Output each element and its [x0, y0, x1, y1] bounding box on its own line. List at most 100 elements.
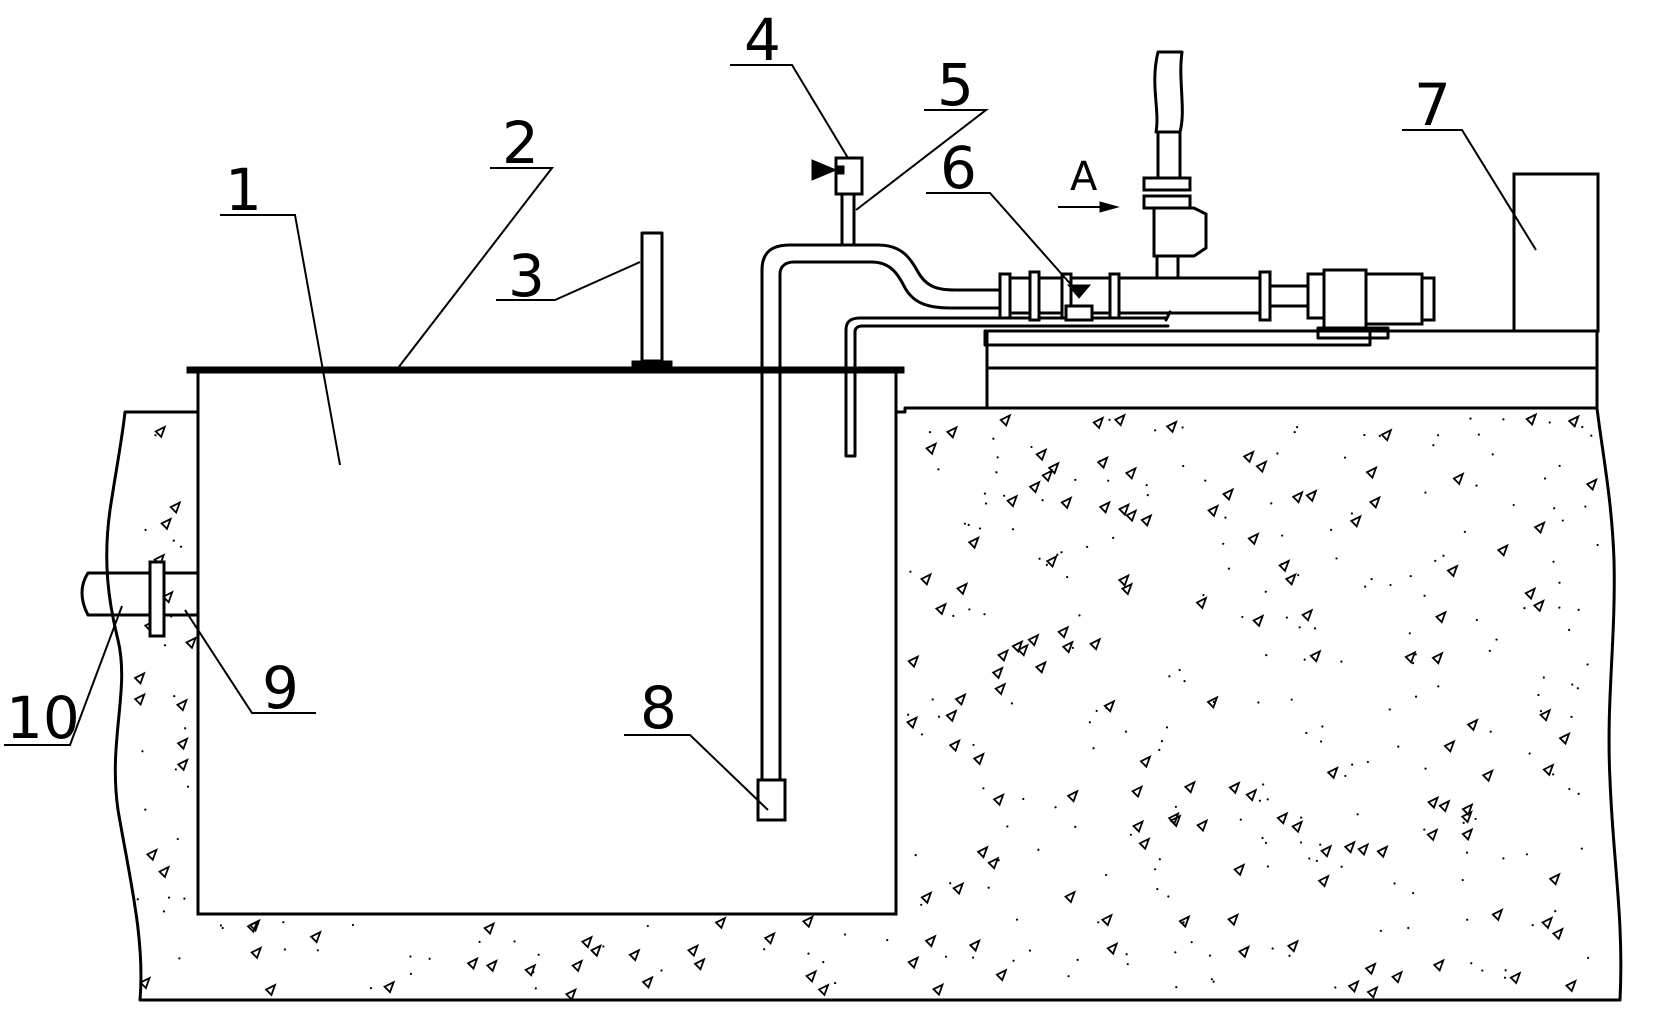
aggregate-dot — [1182, 464, 1185, 468]
aggregate-dot — [992, 437, 995, 440]
aggregate-dot — [179, 545, 183, 548]
aggregate-dot — [949, 882, 952, 885]
aggregate-dot — [1288, 954, 1291, 957]
aggregate-dot — [532, 971, 535, 974]
aggregate-mark — [932, 982, 945, 997]
aggregate-mark — [1183, 780, 1196, 794]
aggregate-dot — [1590, 434, 1593, 437]
aggregate-dot — [1313, 492, 1316, 496]
aggregate-mark — [1096, 455, 1109, 470]
aggregate-dot — [136, 898, 139, 901]
aggregate-dot — [1552, 560, 1555, 563]
aggregate-dot — [1397, 745, 1400, 748]
aggregate-mark — [1564, 979, 1578, 993]
aggregate-dot — [282, 921, 285, 924]
aggregate-mark — [1460, 810, 1473, 824]
aggregate-mark — [1291, 490, 1304, 504]
aggregate-dot — [1108, 418, 1111, 421]
aggregate-dot — [1340, 660, 1343, 663]
aggregate-dot — [1305, 731, 1308, 735]
aggregate-mark — [1524, 586, 1537, 601]
aggregate-dot — [931, 698, 934, 701]
aggregate-dot — [1299, 841, 1303, 844]
aggregate-mark — [925, 442, 938, 456]
aggregate-mark — [1124, 466, 1137, 481]
aggregate-dot — [967, 523, 970, 526]
aggregate-mark — [1567, 414, 1580, 429]
aggregate-dot — [1276, 452, 1279, 455]
aggregate-dot — [646, 924, 649, 928]
aggregate-dot — [1145, 484, 1148, 487]
aggregate-mark — [483, 921, 496, 936]
control-cabinet — [1512, 172, 1600, 333]
aggregate-dot — [1474, 817, 1477, 821]
aggregate-mark — [976, 845, 989, 859]
aggregate-dot — [1010, 702, 1014, 705]
aggregate-dot — [1344, 774, 1347, 778]
aggregate-dot — [221, 926, 224, 930]
aggregate-mark — [157, 865, 171, 879]
aggregate-dot — [1542, 676, 1545, 679]
aggregate-dot — [1504, 969, 1507, 972]
aggregate-dot — [1182, 921, 1185, 924]
aggregate-dot — [1502, 418, 1505, 421]
aggregate-dot — [1181, 426, 1184, 429]
aggregate-dot — [1488, 649, 1491, 652]
callout-8: 8 — [640, 674, 677, 742]
aggregate-dot — [937, 468, 940, 471]
aggregate-dot — [1285, 616, 1288, 619]
level-gauge-base — [631, 360, 673, 368]
aggregate-mark — [1585, 477, 1598, 492]
aggregate-mark — [1089, 637, 1102, 651]
aggregate-mark — [580, 935, 594, 949]
aggregate-dot — [1074, 825, 1077, 828]
aggregate-dot — [1364, 585, 1367, 588]
aggregate-dot — [1525, 853, 1529, 856]
aggregate-dot — [1088, 721, 1091, 724]
aggregate-dot — [1003, 494, 1006, 497]
aggregate-dot — [1379, 929, 1382, 932]
motor-endcap — [1420, 276, 1436, 322]
aggregate-dot — [1571, 683, 1574, 686]
aggregate-mark — [1138, 837, 1151, 851]
aggregate-mark — [1228, 781, 1241, 795]
aggregate-dot — [144, 808, 147, 811]
aggregate-mark — [1286, 939, 1300, 953]
callout-5: 5 — [937, 51, 974, 119]
aggregate-dot — [1107, 479, 1110, 482]
aggregate-mark — [1317, 874, 1330, 888]
aggregate-mark — [1195, 596, 1208, 610]
aggregate-mark — [1349, 514, 1362, 528]
aggregate-mark — [250, 946, 263, 960]
aggregate-dot — [1262, 783, 1265, 786]
aggregate-dot — [174, 768, 177, 771]
aggregate-mark — [1131, 784, 1144, 799]
pump-nozzle-body — [1064, 304, 1094, 322]
aggregate-dot — [1558, 464, 1561, 467]
aggregate-dot — [1489, 730, 1492, 733]
aggregate-mark — [1364, 962, 1377, 976]
aggregate-dot — [1011, 528, 1015, 531]
aggregate-dot — [660, 969, 663, 972]
aggregate-mark — [948, 738, 961, 753]
aggregate-mark — [1284, 572, 1297, 587]
aggregate-dot — [1568, 787, 1571, 791]
aggregate-dot — [1125, 953, 1128, 956]
aggregate-dot — [909, 570, 912, 573]
aggregate-dot — [1241, 615, 1244, 619]
aggregate-dot — [1558, 581, 1561, 584]
leader-3 — [496, 261, 641, 301]
aggregate-dot — [154, 434, 157, 437]
aggregate-mark — [907, 955, 920, 970]
aggregate-mark — [1060, 496, 1073, 510]
aggregate-mark — [763, 931, 776, 946]
aggregate-dot — [1370, 577, 1373, 581]
aggregate-dot — [1178, 668, 1181, 672]
aggregate-mark — [1063, 890, 1077, 904]
aggregate-mark — [1011, 639, 1024, 654]
aggregate-dot — [1297, 574, 1300, 577]
motor-head — [1322, 268, 1368, 330]
aggregate-mark — [995, 968, 1008, 982]
aggregate-dot — [1095, 709, 1098, 713]
